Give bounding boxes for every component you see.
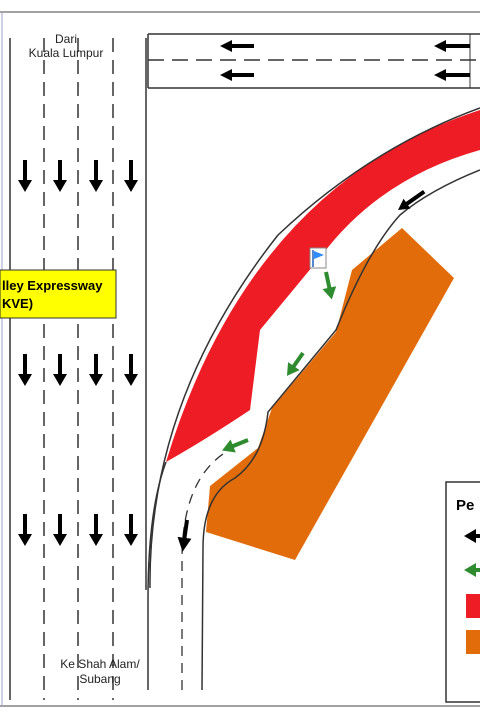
- arrow-down-icon: [124, 514, 138, 546]
- legend: Pe: [445, 481, 480, 703]
- legend-black-arrow-icon: [464, 529, 480, 543]
- arrow-down-icon: [18, 160, 32, 192]
- arrow-down-icon: [53, 354, 67, 386]
- legend-orange-swatch: [466, 630, 480, 654]
- work-zone: [206, 228, 454, 560]
- arrow-left-icon: [220, 69, 254, 81]
- ramp-exit-arrow-icon: [177, 519, 192, 552]
- arrow-down-icon: [18, 354, 32, 386]
- diversion-arrow-icon: [286, 351, 305, 376]
- legend-title: Pe: [456, 497, 474, 514]
- highway-name-line1: lley Expressway: [2, 278, 103, 293]
- ramp-inner-edge: [201, 169, 480, 691]
- diversion-arrow-icon: [322, 271, 337, 300]
- main-highway: [9, 38, 147, 700]
- arrow-down-icon: [124, 160, 138, 192]
- traffic-arrows-row1: [18, 160, 138, 192]
- ramp-center-line: [181, 451, 227, 690]
- origin-label-line1: Dari: [55, 32, 77, 46]
- arrow-left-icon: [434, 40, 470, 52]
- arrow-down-icon: [53, 514, 67, 546]
- destination-label-line1: Ke Shah Alam/: [60, 657, 140, 671]
- arrow-left-icon: [220, 40, 254, 52]
- highway-name-box: lley Expressway KVE): [0, 269, 117, 319]
- arrow-down-icon: [89, 354, 103, 386]
- destination-label-line2: Subang: [79, 672, 120, 686]
- closed-zone: [166, 110, 480, 462]
- ramp-left-edge: [147, 461, 167, 690]
- legend-red-swatch: [466, 594, 480, 618]
- traffic-arrows-row2: [18, 354, 138, 386]
- upper-road: [147, 33, 480, 89]
- traffic-arrows-row3: [18, 514, 138, 546]
- arrow-down-icon: [53, 160, 67, 192]
- arrow-down-icon: [124, 354, 138, 386]
- legend-green-arrow-icon: [464, 563, 480, 577]
- arrow-down-icon: [89, 514, 103, 546]
- ramp-arrow-icon: [398, 190, 426, 210]
- highway-name-line2: KVE): [2, 296, 33, 311]
- diversion-arrow-icon: [222, 438, 249, 453]
- origin-label-line2: Kuala Lumpur: [29, 46, 104, 60]
- arrow-down-icon: [18, 514, 32, 546]
- flag-icon: [309, 247, 327, 269]
- arrow-left-icon: [434, 69, 470, 81]
- arrow-down-icon: [89, 160, 103, 192]
